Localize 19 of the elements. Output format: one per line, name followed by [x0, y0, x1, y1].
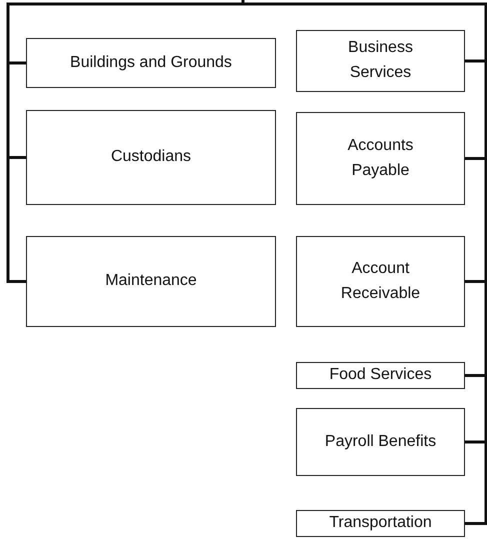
unit-name: Custodians: [110, 147, 192, 168]
org-box: [296, 236, 465, 327]
connector-line: [6, 0, 244, 283]
org-box: [296, 362, 465, 389]
org-box: [26, 38, 276, 88]
unit-name: Business Services: [347, 38, 414, 83]
org-box: [26, 110, 276, 205]
org-box: [296, 408, 465, 476]
org-box: [26, 236, 276, 327]
org-box: [296, 510, 465, 537]
unit-name: Buildings and Grounds: [69, 52, 233, 73]
unit-name: Maintenance: [104, 271, 198, 292]
org-box: [296, 112, 465, 205]
org-box: [296, 30, 465, 92]
unit-name: Payroll Benefits: [324, 432, 438, 452]
unit-name: Accounts Payable: [346, 136, 414, 180]
unit-name: Food Services: [328, 365, 433, 386]
unit-name: Account Receivable: [340, 258, 422, 304]
unit-name: Transportation: [328, 513, 433, 534]
